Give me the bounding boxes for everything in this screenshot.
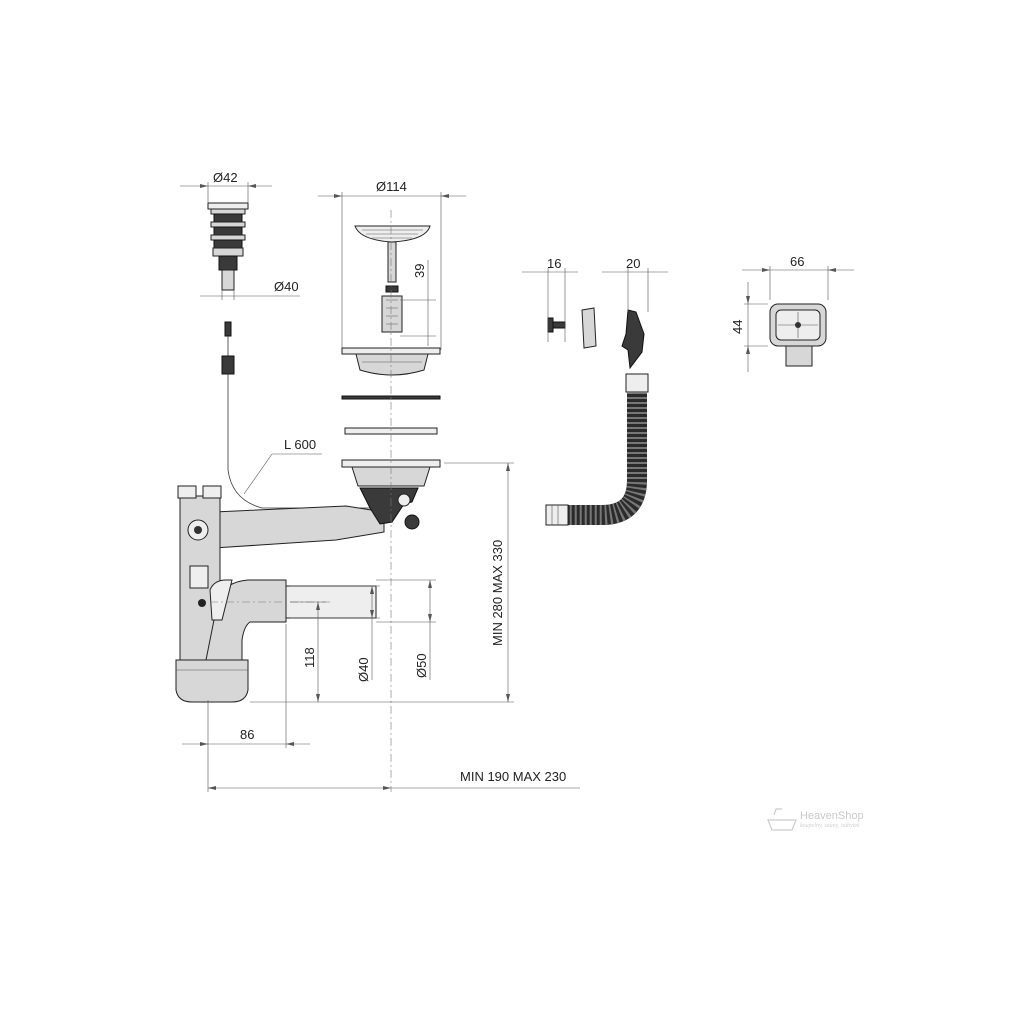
dimension-h44: 44 [730, 282, 768, 372]
overflow-housing-part [769, 303, 827, 367]
dimension-h118: 118 [290, 601, 326, 702]
dim-w66-label: 66 [790, 254, 804, 269]
bathtub-icon [767, 808, 797, 831]
dim-w86-label: 86 [240, 727, 254, 742]
dim-min280max330-label: MIN 280 MAX 330 [490, 540, 505, 646]
main-trap-assembly [175, 459, 441, 703]
heavenshop-watermark: HeavenShop koupelny, sauny, nábytek [767, 808, 864, 831]
dim-d40-cap-label: Ø40 [274, 279, 299, 294]
watermark-brand: HeavenShop [800, 810, 864, 822]
dimension-d40-outlet: Ø40 [290, 585, 380, 682]
hook-part [621, 309, 645, 370]
dim-d40-outlet-label: Ø40 [356, 657, 371, 682]
dim-d42-label: Ø42 [213, 170, 238, 185]
dimension-w20: 20 [602, 256, 668, 312]
dimension-w16: 16 [522, 256, 578, 342]
dim-d114-label: Ø114 [376, 179, 407, 194]
dim-h39-label: 39 [412, 264, 427, 278]
dimension-min190max230: MIN 190 MAX 230 [208, 769, 580, 790]
dimension-d50: Ø50 [376, 579, 436, 680]
popup-knob-part [207, 202, 249, 291]
dim-d50-label: Ø50 [414, 653, 429, 678]
dim-h118-label: 118 [302, 647, 317, 668]
dim-w20-label: 20 [626, 256, 640, 271]
watermark-tagline: koupelny, sauny, nábytek [800, 823, 860, 829]
strainer-basket-part [354, 225, 431, 333]
dim-w16-label: 16 [547, 256, 561, 271]
clip-part [581, 307, 597, 349]
dimension-h39: 39 [400, 260, 436, 346]
dimension-d40-cap: Ø40 [200, 279, 300, 300]
control-cable-part [221, 321, 380, 509]
corrugated-hose-part [545, 373, 649, 526]
dimension-d114: Ø114 [318, 179, 466, 350]
screw-part [547, 317, 566, 333]
dimension-w66: 66 [742, 254, 854, 300]
dim-min190max230-label: MIN 190 MAX 230 [460, 769, 566, 784]
label-l600-leader: L 600 [243, 437, 322, 495]
dimension-min280max330: MIN 280 MAX 330 [250, 462, 514, 703]
dim-l600-label: L 600 [284, 437, 316, 452]
dim-h44-label: 44 [730, 320, 745, 334]
dimension-w86: 86 [182, 727, 310, 746]
dimension-d42: Ø42 [180, 170, 272, 203]
